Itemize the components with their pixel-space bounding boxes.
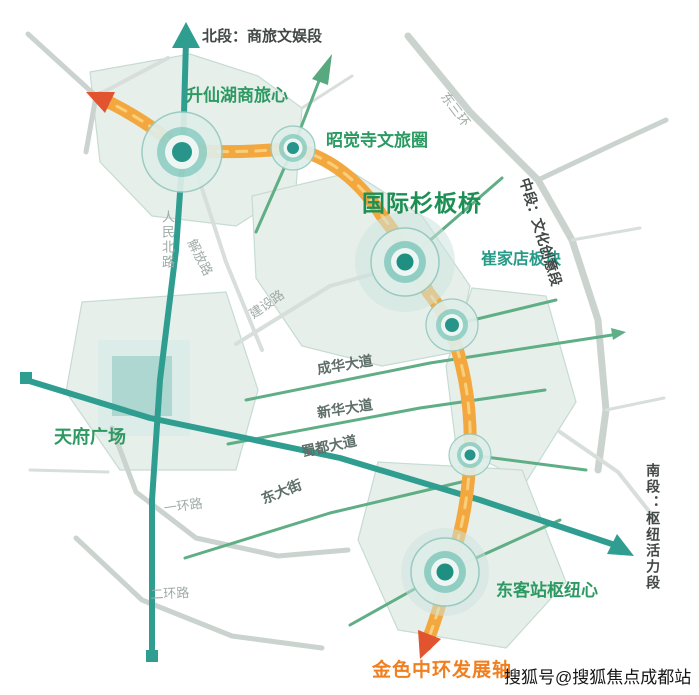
road-northeast-branch [535,117,669,183]
axis-chenghua-avenue [244,333,614,402]
node-shanbanqiao [355,212,455,312]
node-middle [448,433,492,477]
label-shanbanqiao: 国际杉板桥 [362,190,482,216]
green-axes [183,54,626,627]
axis-west-terminal [20,372,32,384]
road-erhuanlu [73,535,325,651]
axis-eastwest-shudu [23,377,615,547]
road-jiefanglu [188,150,264,352]
label-cuijiadian: 崔家店板块 [481,251,562,268]
arrow-north-icon [172,22,200,48]
road-west-stub [28,468,110,474]
label-shengxianhu: 升仙湖商旅心 [186,86,288,105]
golden-axis-arrow-south-icon [418,630,441,659]
gray-road-network [25,31,669,651]
arrow-north-east-icon [312,54,332,85]
node-markers [141,111,492,616]
node-shengxianhu [141,111,223,193]
road-east-branch-2 [604,396,666,412]
label-renminbeilu: 人民北路 [159,210,175,270]
label-tianfu-square: 天府广场 [54,427,126,447]
arrow-southeast-icon [607,534,634,556]
node-dongkezhan [401,528,489,616]
road-southeast [558,430,658,522]
road-east-branch [570,226,642,242]
node-zhaojuesi [270,125,316,171]
label-dongkezhan: 东客站枢纽心 [496,581,598,600]
golden-axis-arrow-northwest-icon [86,92,115,113]
label-north-segment: 北段：商旅文娱段 [202,28,323,45]
road-yihuanlu [109,425,351,559]
label-zhaojuesi: 昭觉寺文旅圈 [326,131,428,150]
node-cuijiadian [425,298,479,352]
label-golden-axis: 金色中环发展轴 [372,660,513,681]
arrow-chenghua-icon [611,328,626,340]
road-northwest [25,31,99,155]
axis-dongdajie [183,478,472,560]
watermark: 搜狐号@搜狐焦点成都站 [504,668,692,687]
label-erhuanlu: 二环路 [149,584,190,602]
axis-xinhua-avenue [226,388,547,446]
road-northwest-branch [94,56,170,98]
district-areas [65,53,577,649]
label-south-segment: 南段：枢纽活力段 [645,463,662,591]
axis-south-terminal [146,650,158,662]
